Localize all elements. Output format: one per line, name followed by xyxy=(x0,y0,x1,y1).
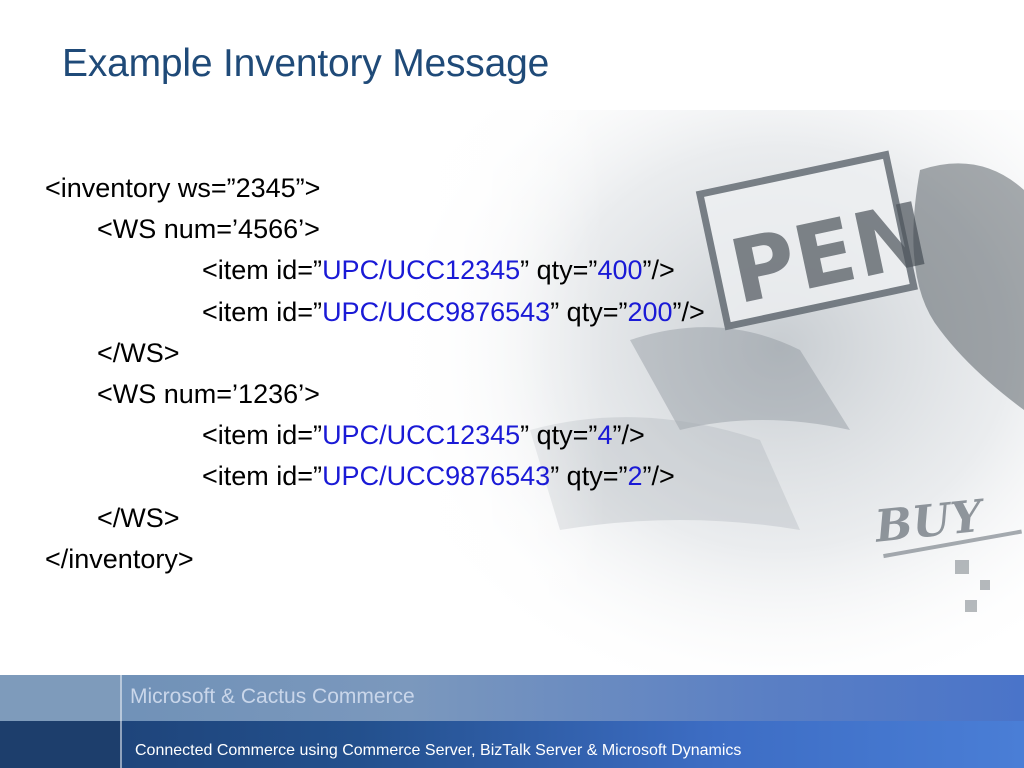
code-text: ” qty=” xyxy=(520,420,598,451)
code-line: </inventory> xyxy=(45,539,705,580)
footer-band-top xyxy=(0,675,1024,721)
code-text: <WS num=’1236’> xyxy=(97,378,320,409)
code-line: <item id=”UPC/UCC12345” qty=”4”/> xyxy=(45,415,705,456)
code-line: <item id=”UPC/UCC9876543” qty=”2”/> xyxy=(45,456,705,497)
code-text: <item id=” xyxy=(202,255,323,286)
code-line: <item id=”UPC/UCC12345” qty=”400”/> xyxy=(45,250,705,291)
code-text: </WS> xyxy=(97,337,180,368)
xml-code-block: <inventory ws=”2345”> <WS num=’4566’> <i… xyxy=(45,168,705,580)
code-text: </inventory> xyxy=(45,543,194,574)
code-text: </WS> xyxy=(97,502,180,533)
highlighted-value: UPC/UCC9876543 xyxy=(322,296,551,327)
highlighted-value: 2 xyxy=(627,461,643,492)
highlighted-value: UPC/UCC12345 xyxy=(322,420,521,451)
code-text: <WS num=’4566’> xyxy=(97,214,320,245)
code-line: <WS num=’4566’> xyxy=(45,209,705,250)
code-line: <inventory ws=”2345”> xyxy=(45,168,705,209)
highlighted-value: 4 xyxy=(597,420,613,451)
highlighted-value: UPC/UCC9876543 xyxy=(322,461,551,492)
highlighted-value: 400 xyxy=(597,255,643,286)
code-text: <inventory ws=”2345”> xyxy=(45,173,321,203)
footer-company-name: Microsoft & Cactus Commerce xyxy=(130,685,415,708)
footer-tagline: Connected Commerce using Commerce Server… xyxy=(135,742,742,759)
code-line: </WS> xyxy=(45,333,705,374)
code-text: ”/> xyxy=(612,420,645,451)
code-text: ” qty=” xyxy=(550,461,628,492)
code-text: ”/> xyxy=(672,296,705,327)
highlighted-value: UPC/UCC12345 xyxy=(322,255,521,286)
highlighted-value: 200 xyxy=(627,296,673,327)
slide-title: Example Inventory Message xyxy=(62,42,550,85)
code-text: <item id=” xyxy=(202,296,323,327)
code-text: <item id=” xyxy=(202,420,323,451)
footer-divider xyxy=(120,675,122,768)
code-line: <item id=”UPC/UCC9876543” qty=”200”/> xyxy=(45,292,705,333)
code-text: <item id=” xyxy=(202,461,323,492)
code-line: <WS num=’1236’> xyxy=(45,374,705,415)
footer-bottom-left-block xyxy=(0,721,120,768)
code-text: ”/> xyxy=(642,461,675,492)
code-text: ” qty=” xyxy=(550,296,628,327)
background-photo: PEN BUY xyxy=(380,110,1024,675)
footer-band-bottom xyxy=(0,721,1024,768)
code-line: </WS> xyxy=(45,498,705,539)
footer-top-left-block xyxy=(0,675,120,721)
code-text: ” qty=” xyxy=(520,255,598,286)
code-text: ”/> xyxy=(642,255,675,286)
